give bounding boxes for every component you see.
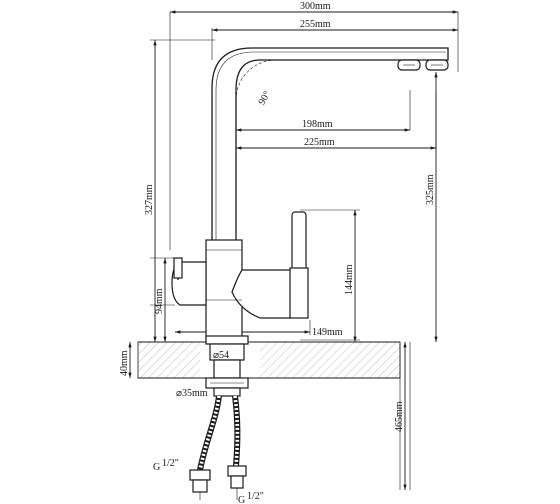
dim-total-width: 300mm bbox=[300, 1, 331, 12]
dim-lever-height: 144mm bbox=[344, 264, 355, 295]
hose-fitting-right bbox=[227, 465, 247, 477]
dim-base-to-lever: 149mm bbox=[312, 327, 343, 338]
thread-left-fraction: 1/2" bbox=[162, 458, 179, 469]
dim-spout-height: 325mm bbox=[425, 174, 436, 205]
dim-side-lever: 94mm bbox=[154, 288, 165, 314]
dim-spout-reach: 255mm bbox=[300, 19, 331, 30]
thread-left: G bbox=[153, 462, 160, 473]
hose-fitting-left bbox=[189, 469, 211, 481]
countertop bbox=[137, 341, 401, 379]
thread-right: G bbox=[238, 495, 245, 504]
dim-base-diameter: ⌀54 bbox=[213, 350, 229, 361]
dim-225: 225mm bbox=[304, 137, 335, 148]
dim-total-height: 327mm bbox=[144, 184, 155, 215]
faucet-spout bbox=[211, 47, 449, 240]
dim-counter: 40mm bbox=[119, 350, 130, 376]
dim-angle: 90° bbox=[257, 89, 274, 107]
dim-198: 198mm bbox=[302, 119, 333, 130]
hoses bbox=[189, 395, 247, 500]
main-lever bbox=[291, 211, 307, 275]
dim-hose-length: 465mm bbox=[394, 401, 405, 432]
base-fittings bbox=[205, 335, 249, 397]
thread-right-fraction: 1/2" bbox=[247, 491, 264, 502]
dim-shank: ⌀35mm bbox=[176, 388, 208, 399]
faucet-body bbox=[171, 211, 309, 341]
